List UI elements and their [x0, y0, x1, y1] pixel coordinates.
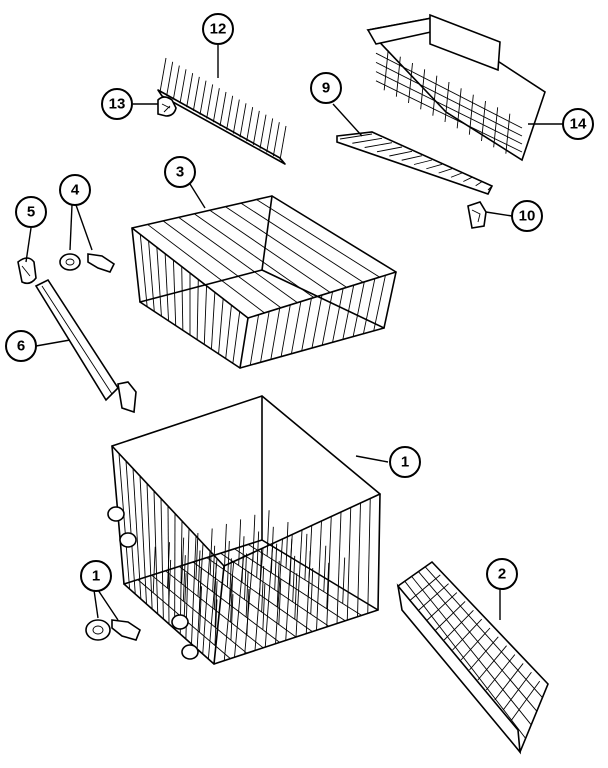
callout-2: 2 — [486, 558, 518, 590]
callout-3-label: 3 — [176, 164, 184, 181]
callout-4-label: 4 — [71, 182, 80, 199]
callout-14: 14 — [562, 108, 594, 140]
callout-10: 10 — [511, 200, 543, 232]
callout-6-label: 6 — [17, 338, 25, 355]
callout-2-label: 2 — [498, 566, 506, 583]
callout-9-label: 9 — [322, 80, 330, 97]
callout-1-rack: 1 — [389, 446, 421, 478]
callout-1-wheel: 1 — [80, 560, 112, 592]
callout-13: 13 — [101, 88, 133, 120]
callout-14-label: 14 — [570, 116, 587, 133]
cup-shelf-part-9 — [336, 131, 494, 195]
callout-12-label: 12 — [210, 21, 227, 38]
callout-4: 4 — [59, 174, 91, 206]
wheel-assembly-part-4 — [59, 253, 116, 273]
leader-lines — [25, 45, 563, 621]
callout-5-label: 5 — [27, 204, 35, 221]
callout-10-label: 10 — [519, 208, 536, 225]
rail-part-6 — [34, 278, 137, 414]
end-cap-part-5 — [17, 257, 37, 285]
callout-12: 12 — [202, 13, 234, 45]
callout-1-wheel-label: 1 — [92, 568, 100, 585]
upper-rack-part-3 — [131, 195, 397, 369]
callout-13-label: 13 — [109, 96, 126, 113]
clip-part-10 — [467, 201, 487, 229]
callout-3: 3 — [164, 156, 196, 188]
silverware-basket-part-2 — [396, 560, 549, 755]
callout-6: 6 — [5, 330, 37, 362]
callout-1-rack-label: 1 — [401, 454, 409, 471]
cutlery-basket-part-14 — [366, 13, 546, 162]
callout-9: 9 — [310, 72, 342, 104]
tine-row-part-12 — [157, 57, 287, 165]
wheel-assembly-part-1 — [85, 619, 141, 641]
callout-5: 5 — [15, 196, 47, 228]
lower-rack-part-1 — [107, 395, 381, 665]
clip-part-13 — [157, 96, 177, 117]
